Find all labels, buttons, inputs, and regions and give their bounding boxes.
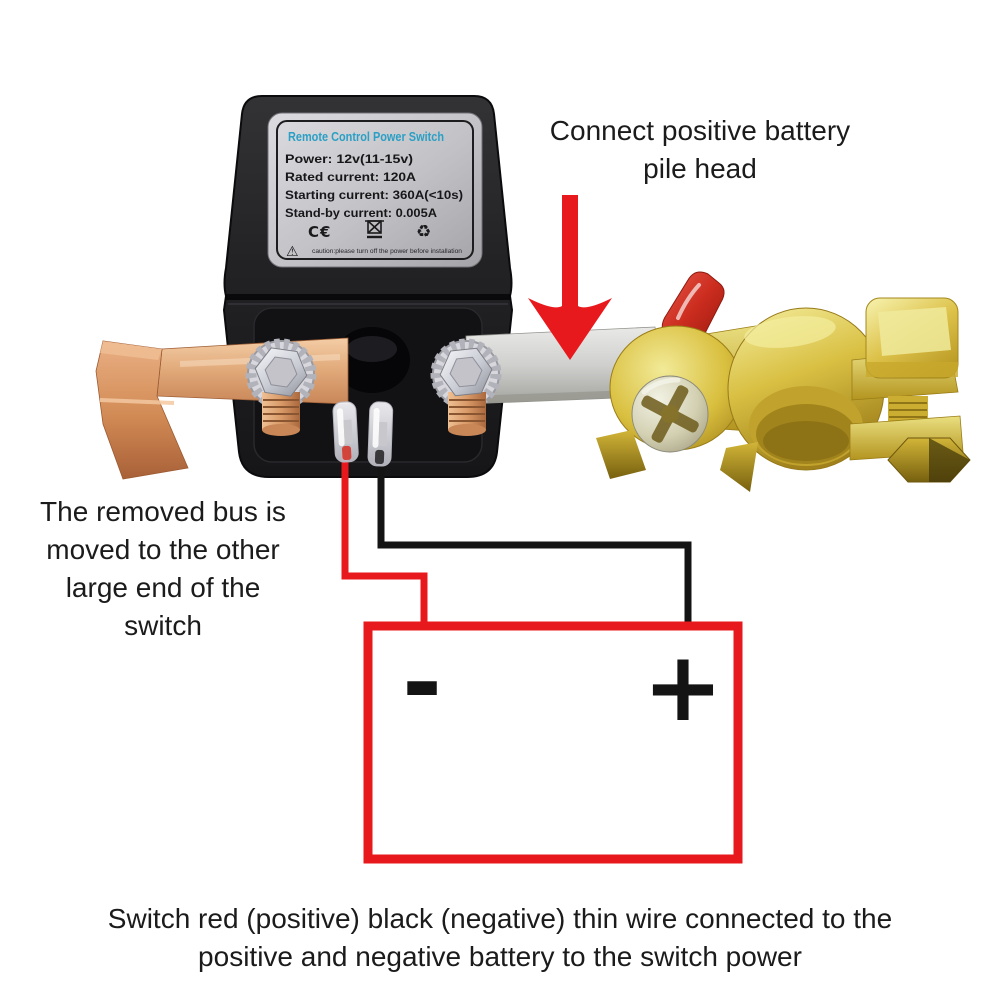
copper-fold-highlight [99, 398, 175, 405]
annotation-line: Switch red (positive) black (negative) t… [107, 903, 893, 934]
copper-stud [448, 392, 486, 436]
battery-positive-symbol: + [643, 631, 723, 743]
brass-battery-clamp [596, 271, 971, 492]
right-terminal [430, 338, 502, 436]
device-label: Remote Control Power Switch Power: 12v(1… [267, 112, 483, 268]
annotation-line: switch [124, 610, 202, 641]
annotation-line: moved to the other [46, 534, 280, 565]
bolt-head-bevel [866, 362, 958, 377]
label-plate [267, 112, 483, 268]
weee-bin-icon [365, 220, 384, 239]
left-terminal [245, 338, 317, 436]
battery-box [363, 621, 743, 864]
red-wire [341, 452, 428, 627]
wire-connectors [332, 401, 394, 467]
battery-negative-symbol: - [402, 627, 442, 739]
label-spec-power: Power: 12v(11-15v) [285, 154, 413, 166]
label-title: Remote Control Power Switch [288, 130, 444, 144]
device-knob-highlight [347, 336, 397, 362]
copper-stud [262, 392, 300, 436]
annotation-connect-positive: Connect positive battery pile head [525, 112, 875, 188]
annotation-line: positive and negative battery to the swi… [198, 941, 802, 972]
black-wire [377, 452, 692, 627]
battery-outline: - + [363, 621, 743, 864]
red-wire-connector [332, 401, 359, 463]
label-caution-text: caution:please turn off the power before… [312, 249, 462, 255]
red-arrow [528, 195, 612, 360]
clamp-ring-hole-deep [763, 421, 849, 461]
annotation-removed-bus: The removed bus is moved to the other la… [18, 493, 308, 645]
annotation-bottom-caption: Switch red (positive) black (negative) t… [0, 900, 1000, 976]
phillips-screw [631, 375, 709, 453]
annotation-line: large end of the [65, 572, 261, 603]
ce-mark: C€ [308, 223, 331, 241]
warning-icon: ⚠ [286, 244, 299, 260]
annotation-line: pile head [643, 153, 757, 184]
label-border [276, 120, 474, 260]
ring-lower-claw [720, 442, 758, 492]
clamp-bolt-assembly [849, 297, 971, 483]
label-spec-starting-current: Starting current: 360A(<10s) [285, 190, 463, 202]
bottom-hex-nut [887, 437, 971, 483]
black-wire-connector [367, 401, 394, 467]
clamp-ring-highlight [744, 316, 836, 348]
label-spec-rated-current: Rated current: 120A [285, 172, 416, 184]
bolt-head-top-face [878, 307, 951, 356]
hex-nut [439, 347, 493, 397]
copper-tab-edge [100, 341, 162, 360]
annotation-line: Connect positive battery [549, 115, 851, 146]
recycle-icon: ♻ [416, 222, 431, 242]
hex-nut [254, 347, 308, 397]
label-spec-standby-current: Stand-by current: 0.005A [285, 208, 437, 220]
pad-lower-claw [596, 430, 646, 479]
annotation-line: The removed bus is [40, 496, 286, 527]
